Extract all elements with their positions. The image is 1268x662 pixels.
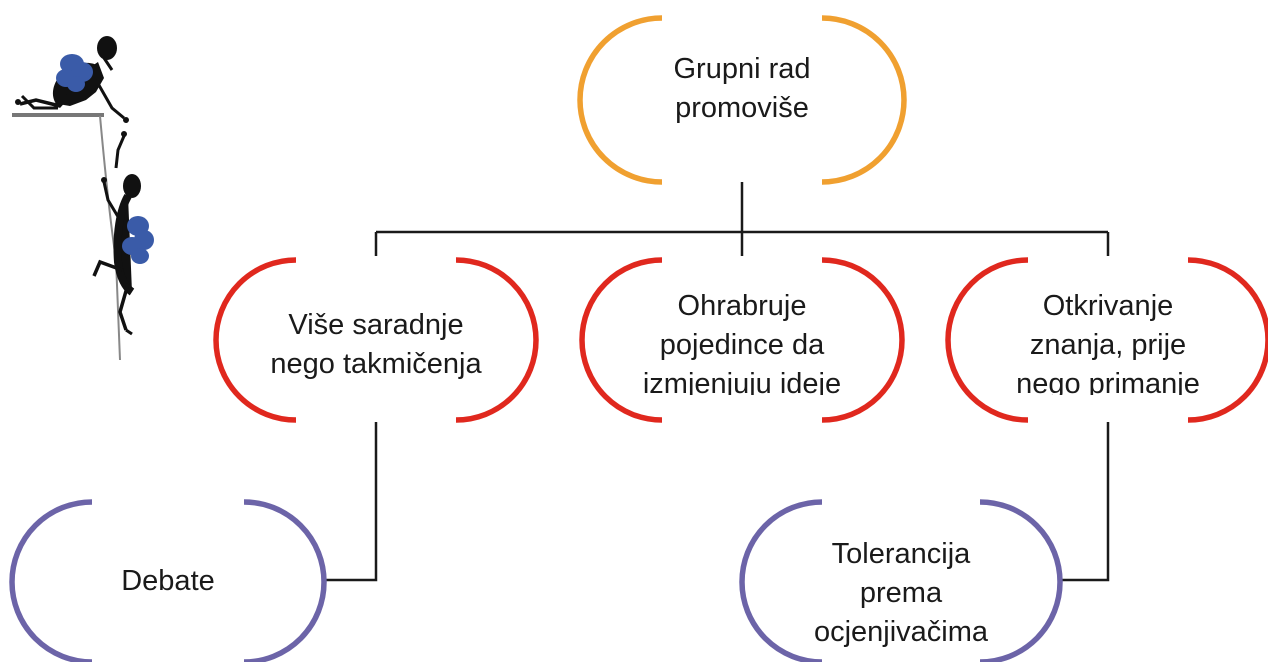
child-1-bracket-right <box>455 257 539 423</box>
leaf-node-1-label: Debate <box>48 562 288 601</box>
root-node-line-1: Grupni rad <box>673 53 811 85</box>
leaf-2-bracket-right <box>979 499 1063 662</box>
leaf-node-2-line-1: Tolerancija <box>831 538 971 570</box>
child-node-2-line-1: Ohrabruje <box>677 290 807 322</box>
root-node-bracket <box>577 15 907 185</box>
leaf-1-bracket-left <box>9 499 93 662</box>
climbers-illustration <box>12 36 154 361</box>
connector-lines <box>324 182 1110 582</box>
root-node-line-2: promoviše <box>675 92 809 124</box>
child-3-bracket-left <box>945 257 1029 423</box>
child-node-2-line-3: izmjenjuju ideje <box>642 368 842 395</box>
leaf-node-2-line-2: prema <box>859 577 943 609</box>
child-node-3-label: Otkrivanje znanja, prije nego primanje <box>958 287 1258 395</box>
leaf-node-2-line-3: ocjenjivačima <box>813 616 989 647</box>
leaf-2-bracket-left <box>739 499 823 662</box>
child-2-bracket-left <box>579 257 663 423</box>
child-node-1-line-2: nego takmičenja <box>270 348 482 380</box>
leaf-node-brackets <box>9 499 1063 662</box>
child-node-2-line-2: pojedince da <box>659 329 825 361</box>
child-2-bracket-right <box>821 257 905 423</box>
child-node-3-line-1: Otkrivanje <box>1042 290 1174 322</box>
root-node-label: Grupni rad promoviše <box>602 50 882 128</box>
leaf-node-1-line-1: Debate <box>121 565 215 597</box>
child-node-brackets <box>213 257 1268 423</box>
top-climber <box>15 36 129 123</box>
child-node-2-label: Ohrabruje pojedince da izmjenjuju ideje <box>592 287 892 395</box>
child-node-1-label: Više saradnje nego takmičenja <box>226 306 526 384</box>
leaf-1-bracket-right <box>243 499 327 662</box>
connector-child-1-to-debate <box>324 422 378 582</box>
child-node-3-line-3: nego primanje <box>1016 368 1200 395</box>
child-node-3-line-2: znanja, prije <box>1029 329 1187 361</box>
connector-child-3-to-tolerance <box>1060 422 1110 582</box>
bottom-climber <box>92 131 154 336</box>
leaf-node-2-label: Tolerancija prema ocjenjivačima <box>776 535 1026 647</box>
child-node-1-line-1: Više saradnje <box>288 309 464 341</box>
child-1-bracket-left <box>213 257 297 423</box>
child-3-bracket-right <box>1187 257 1268 423</box>
